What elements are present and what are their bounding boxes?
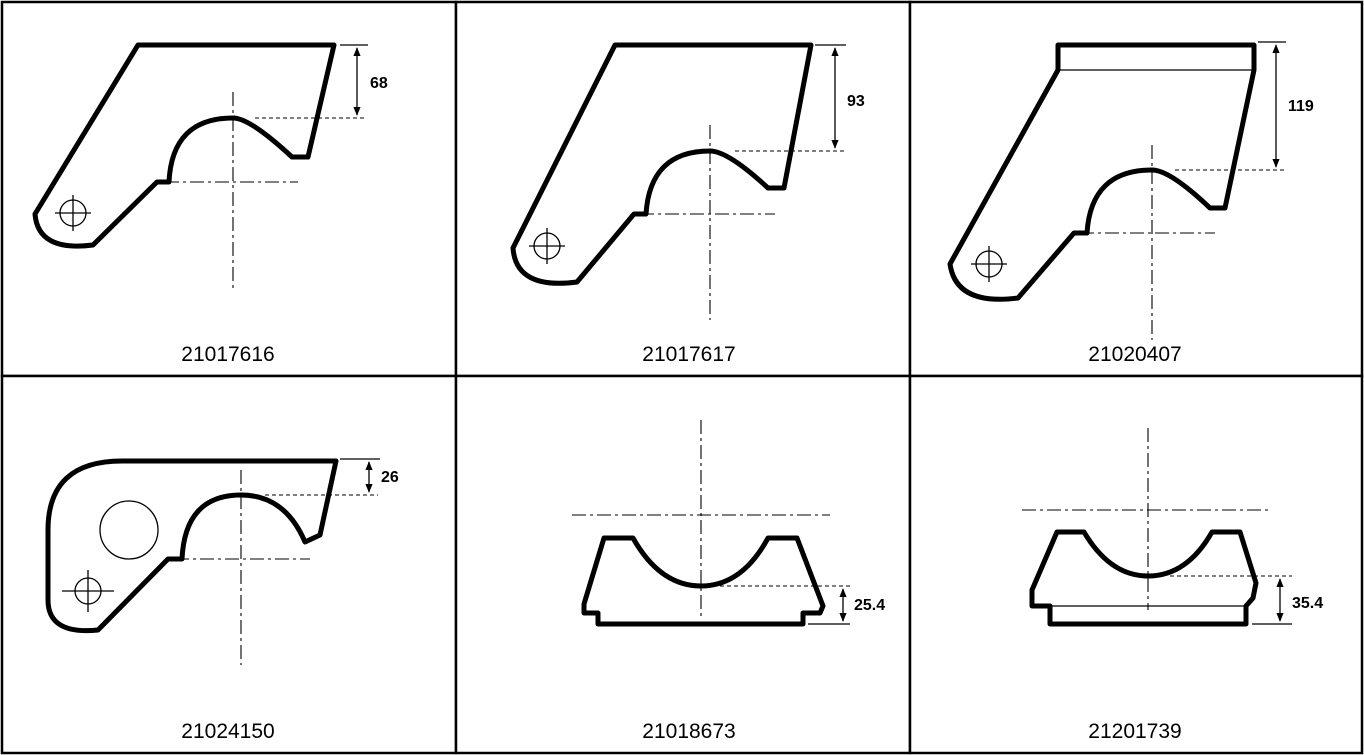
dimension-label: 68 bbox=[370, 75, 388, 92]
pin-hole-icon bbox=[62, 570, 114, 612]
dimension-label: 25.4 bbox=[854, 597, 885, 614]
bracket-part bbox=[947, 42, 1257, 302]
dimension-label: 35.4 bbox=[1292, 595, 1323, 612]
cell-21017616: 68 21017616 bbox=[0, 0, 458, 378]
bracket-part bbox=[32, 42, 337, 249]
cell-frame bbox=[454, 374, 912, 755]
dimension-label: 93 bbox=[847, 93, 865, 110]
part-number-label: 21018673 bbox=[642, 720, 735, 743]
part-number-label: 21020407 bbox=[1088, 343, 1181, 366]
part-number-label: 21201739 bbox=[1088, 720, 1181, 743]
cell-21201739: 35.4 21201739 bbox=[908, 374, 1364, 755]
bracket-part bbox=[510, 42, 814, 286]
cell-21020407: 119 21020407 bbox=[908, 0, 1364, 378]
part-number-label: 21017616 bbox=[181, 343, 274, 366]
dimension-label: 26 bbox=[381, 469, 399, 486]
part-number-label: 21024150 bbox=[181, 720, 274, 743]
cell-21018673: 25.4 21018673 bbox=[454, 374, 912, 755]
pin-hole-icon bbox=[971, 246, 1007, 282]
part-number-label: 21017617 bbox=[642, 343, 735, 366]
dimension-label: 119 bbox=[1288, 98, 1314, 115]
saddle-part bbox=[581, 535, 826, 627]
pin-hole-icon bbox=[529, 228, 565, 264]
lightening-hole-icon bbox=[99, 500, 159, 560]
cell-21017617: 93 21017617 bbox=[454, 0, 912, 378]
saddle-part bbox=[1029, 529, 1259, 627]
cell-21024150: 26 21024150 bbox=[0, 374, 458, 755]
pin-hole-icon bbox=[55, 195, 91, 231]
cell-frame bbox=[908, 374, 1364, 755]
